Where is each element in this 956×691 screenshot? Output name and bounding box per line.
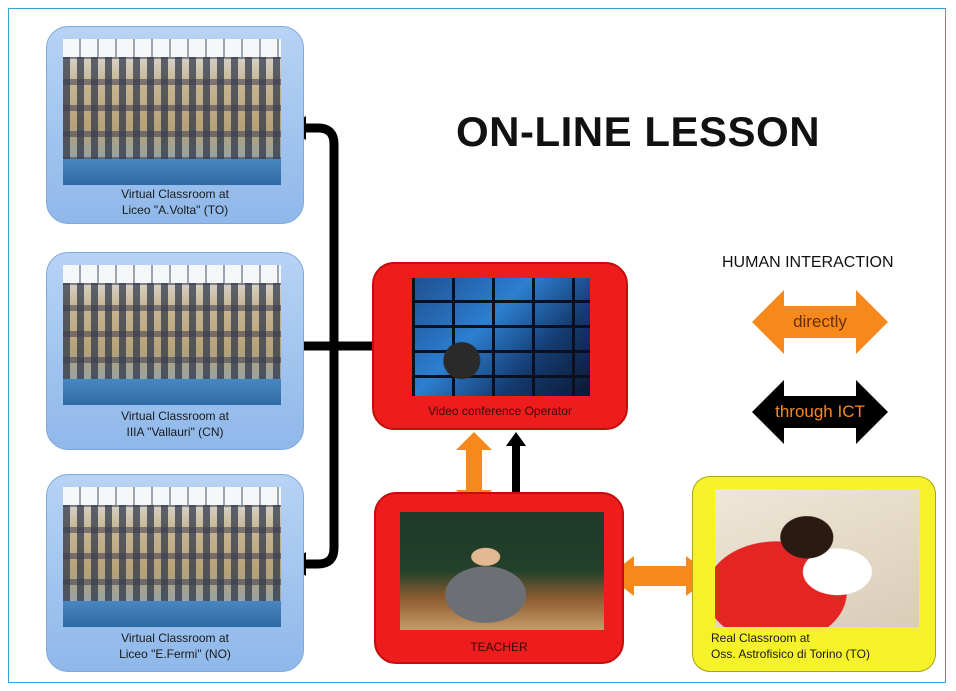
virtual-classroom-caption-line2: Liceo "E.Fermi" (NO) [119, 647, 231, 661]
legend-ict-arrow [752, 380, 888, 444]
direct-arrow-operator-teacher [456, 432, 492, 508]
virtual-classroom-caption-line1: Virtual Classroom at [121, 631, 229, 645]
student-photo [715, 489, 919, 627]
direct-arrow-teacher-real [608, 556, 712, 596]
control-room-photo [412, 278, 590, 396]
page-title: ON-LINE LESSON [456, 108, 821, 155]
virtual-classroom-caption-line2: IIIA "Vallauri" (CN) [126, 425, 224, 439]
legend-title: HUMAN INTERACTION [722, 254, 894, 271]
real-classroom-caption-line1: Real Classroom at [711, 631, 810, 645]
teacher-photo [400, 512, 604, 630]
classroom-photo [63, 265, 281, 405]
teacher-caption: TEACHER [470, 640, 528, 654]
legend-direct-label: directly [793, 312, 847, 331]
virtual-classroom-card: Virtual Classroom at Liceo "E.Fermi" (NO… [46, 474, 304, 672]
virtual-classroom-caption-line1: Virtual Classroom at [121, 409, 229, 423]
virtual-classroom-caption-line1: Virtual Classroom at [121, 187, 229, 201]
legend-ict-label: through ICT [775, 402, 865, 421]
operator-card: Video conference Operator [372, 262, 628, 430]
ict-arrow-operator-teacher [506, 432, 526, 508]
real-classroom-caption-line2: Oss. Astrofisico di Torino (TO) [711, 647, 870, 661]
operator-caption: Video conference Operator [428, 404, 572, 418]
virtual-classroom-caption-line2: Liceo "A.Volta" (TO) [121, 203, 229, 217]
teacher-card: TEACHER [374, 492, 624, 664]
real-classroom-card: Real Classroom at Oss. Astrofisico di To… [692, 476, 936, 672]
virtual-classroom-card: Virtual Classroom at IIIA "Vallauri" (CN… [46, 252, 304, 450]
classroom-photo [63, 487, 281, 627]
legend-direct-arrow [752, 290, 888, 354]
classroom-photo [63, 39, 281, 185]
virtual-classroom-card: Virtual Classroom at Liceo "A.Volta" (TO… [46, 26, 304, 224]
